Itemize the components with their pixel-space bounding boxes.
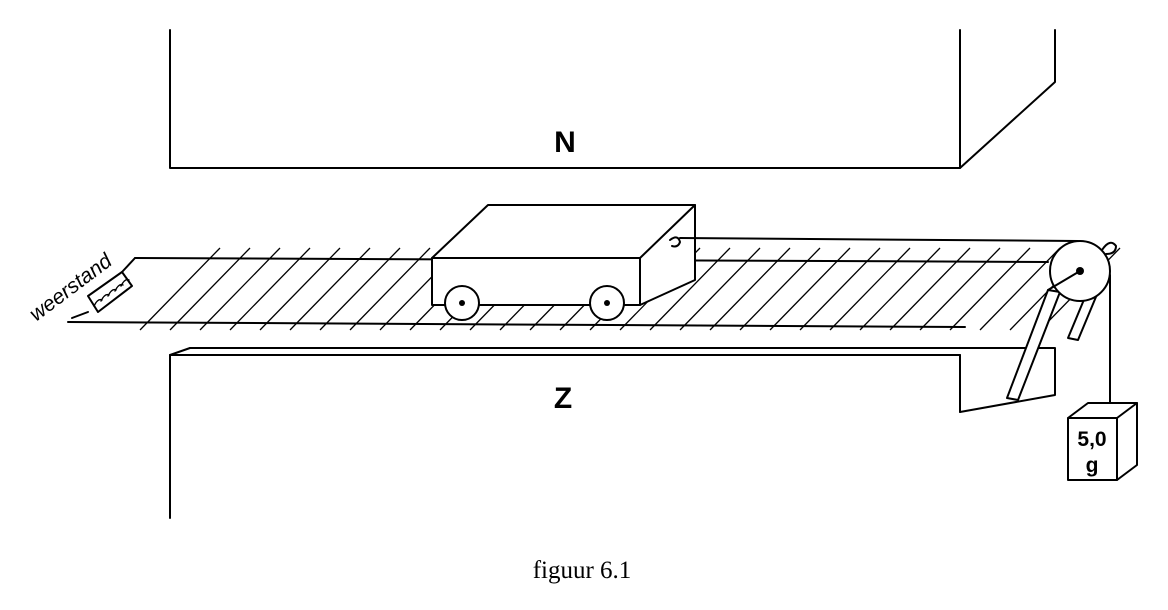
hatch-line bbox=[289, 247, 371, 331]
hatch-line bbox=[169, 247, 251, 331]
pulley bbox=[1006, 240, 1117, 406]
front-rail bbox=[67, 321, 966, 328]
hatch-line bbox=[349, 247, 431, 331]
cart-hook bbox=[669, 236, 681, 248]
hatch-line bbox=[139, 247, 221, 331]
hatch-line bbox=[199, 247, 281, 331]
hatch-line bbox=[649, 247, 731, 331]
hatch-line bbox=[319, 247, 401, 331]
north-magnet: N bbox=[169, 29, 1056, 169]
cart-wheel-left bbox=[444, 285, 480, 321]
hatch-line bbox=[259, 247, 341, 331]
cart bbox=[431, 204, 696, 321]
resistor-coil: weerstand bbox=[25, 249, 133, 326]
north-pole-label: N bbox=[554, 126, 576, 159]
hatch-line bbox=[229, 247, 311, 331]
south-magnet: Z bbox=[169, 347, 1056, 519]
rail-connector bbox=[121, 257, 136, 273]
hatch-line bbox=[949, 247, 1031, 331]
cart-wheel-right bbox=[589, 285, 625, 321]
hatch-line bbox=[919, 247, 1001, 331]
hanging-weight: 5,0 g bbox=[1067, 402, 1138, 481]
pulley-hook bbox=[1101, 241, 1117, 255]
string bbox=[679, 237, 1079, 242]
south-pole-label: Z bbox=[554, 382, 572, 415]
figure-caption: figuur 6.1 bbox=[533, 557, 632, 584]
weight-value: 5,0 bbox=[1077, 428, 1106, 451]
hatch-line bbox=[889, 247, 971, 331]
weight-unit: g bbox=[1086, 454, 1099, 477]
